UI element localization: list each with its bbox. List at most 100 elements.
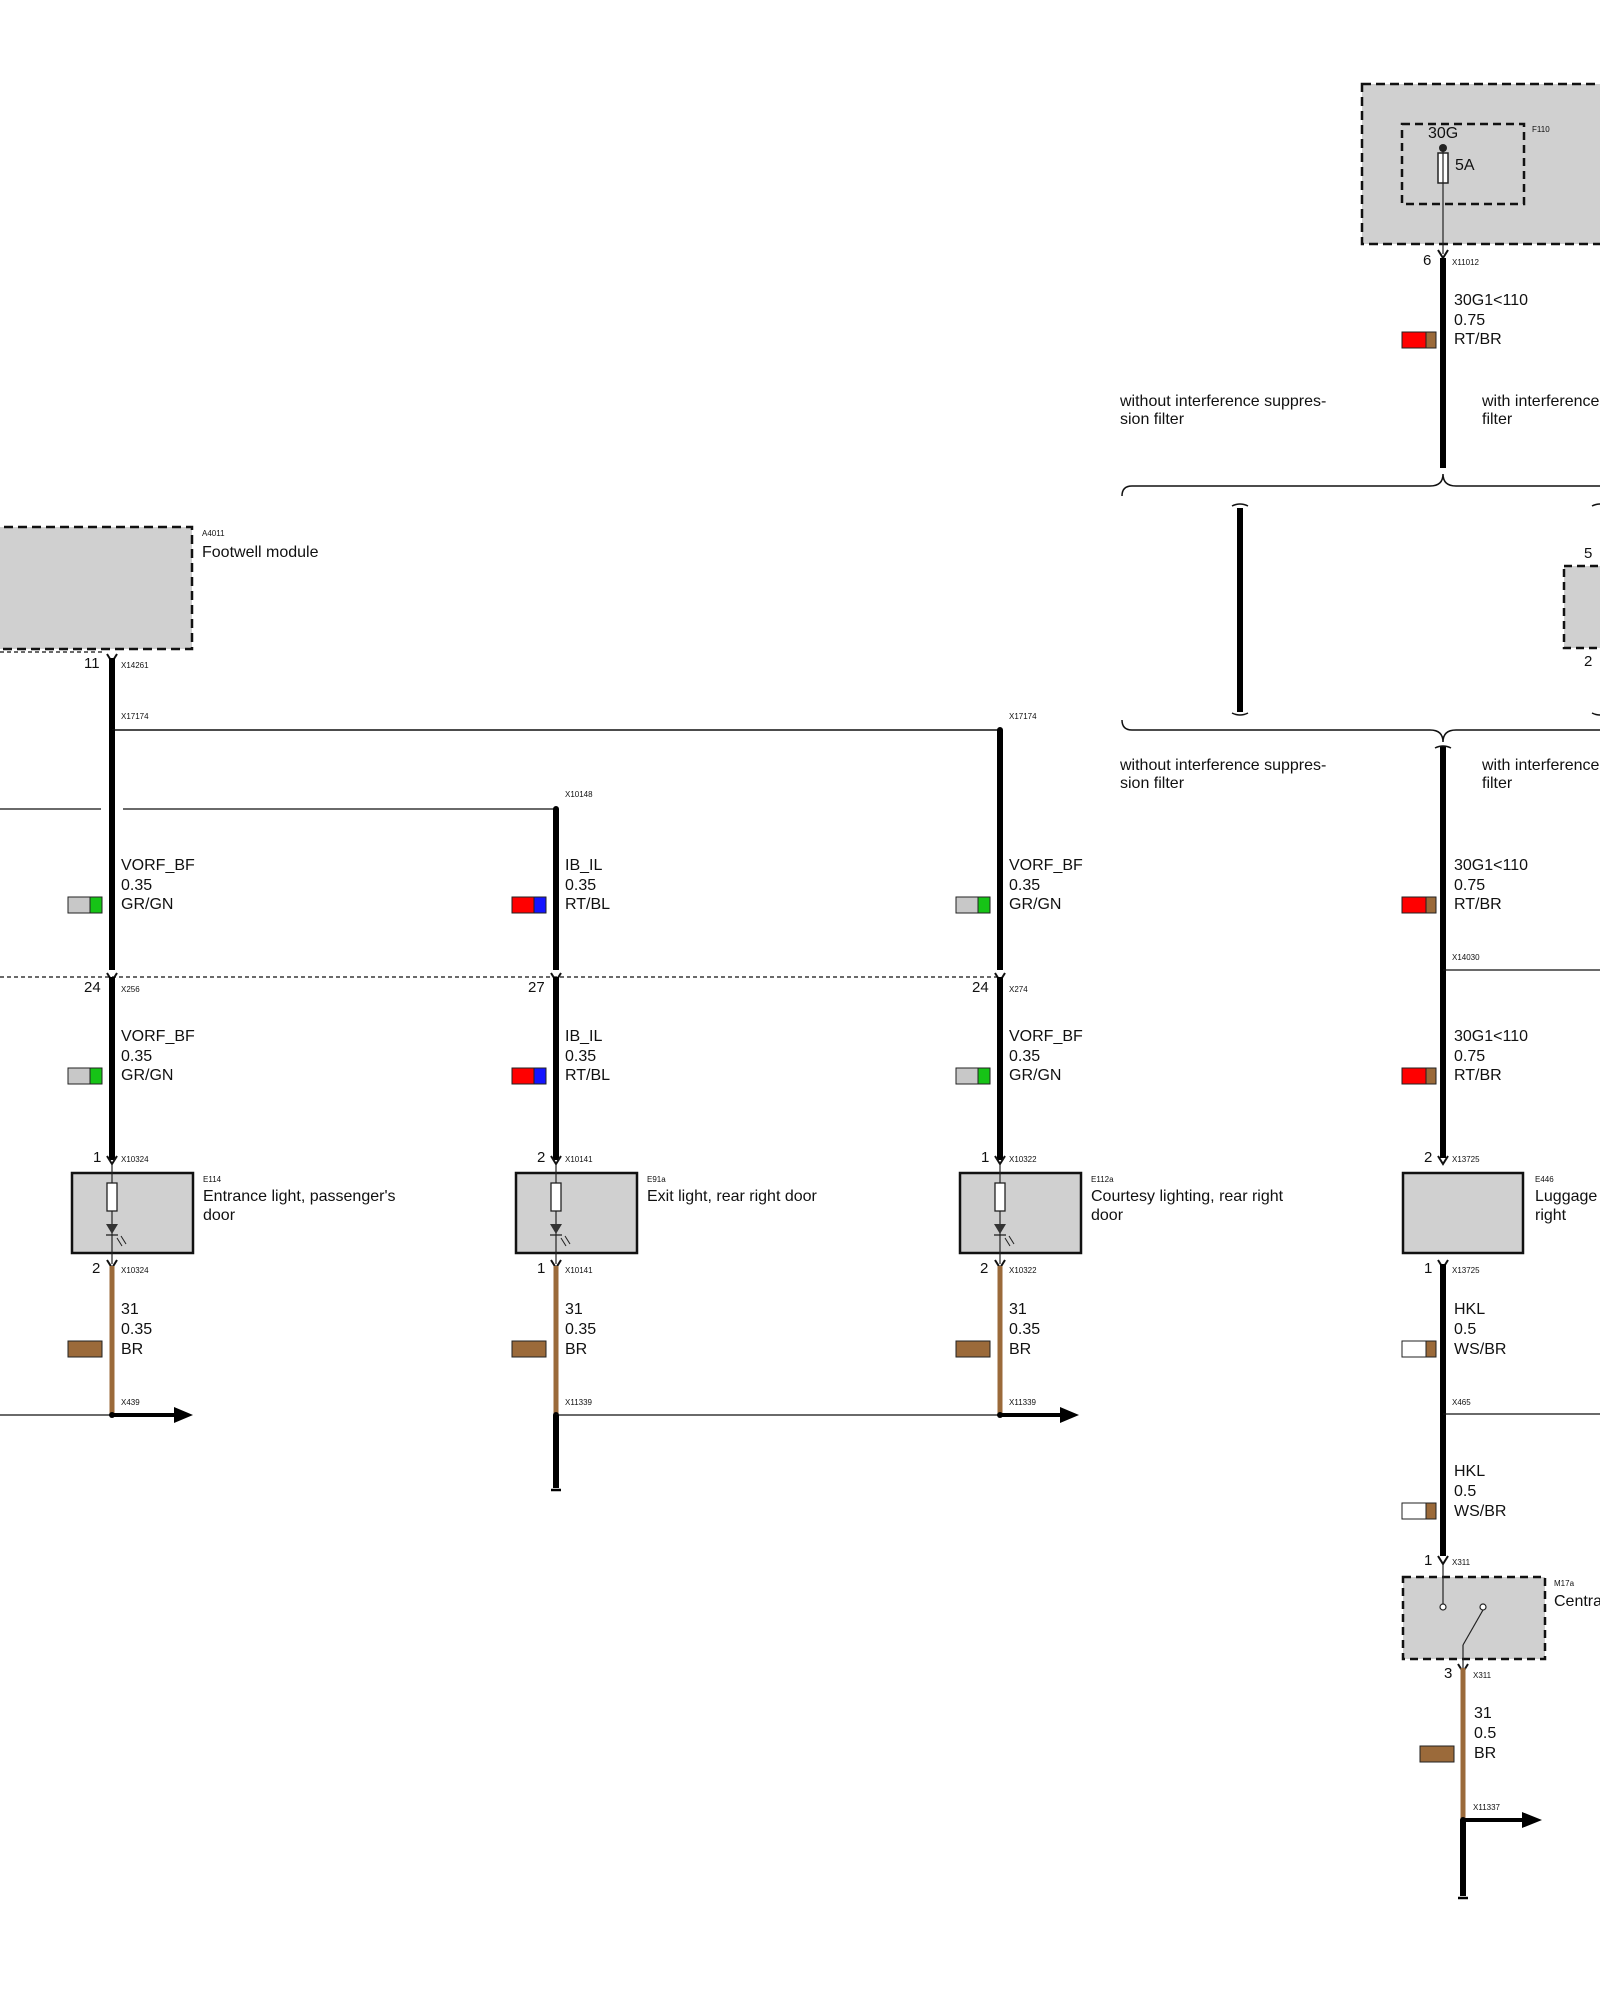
wire-color-swatch-rt-bl-1 [511, 896, 547, 914]
fuse-pin-number: 6 [1423, 252, 1431, 269]
lamp-led-icon [994, 1164, 1015, 1264]
wire-color-swatch-gr-gn-1 [67, 896, 103, 914]
footwell-connector: X14261 [121, 661, 149, 670]
wire-color-swatch-rt-bl-2 [511, 1067, 547, 1085]
wire-color-swatch-ws-br-1 [1401, 1340, 1437, 1358]
splice-x17174-left-label: X17174 [121, 712, 149, 721]
switch-name: Central locking [1554, 1593, 1600, 1610]
col3-door-pin: 24 [972, 979, 989, 996]
fuse-id: F110 [1532, 125, 1550, 134]
col1-component-name: Entrance light, passenger's door [203, 1188, 400, 1224]
luggage-light-id: E446 [1535, 1175, 1554, 1184]
footwell-module-id: A4011 [202, 529, 225, 538]
col3-comp-connector-bottom: X10322 [1009, 1266, 1037, 1275]
wire-color-swatch-br-1 [67, 1340, 103, 1358]
col1-wire1-label: VORF_BF 0.35 GR/GN [121, 857, 199, 913]
col3-ground-label: 31 0.35 BR [1009, 1301, 1045, 1358]
central-locking-switch [1401, 1564, 1547, 1670]
wire-color-swatch-rt-br-3 [1401, 1067, 1437, 1085]
splice-x10148-label: X10148 [565, 790, 593, 799]
col1-comp-pin-bottom: 2 [92, 1260, 100, 1277]
lamp-led-icon [106, 1164, 127, 1264]
col2-door-pin: 27 [528, 979, 545, 996]
wire-color-swatch-gr-gn-2 [67, 1067, 103, 1085]
variant-with-label-upper: with interference suppression filter [1481, 393, 1600, 428]
luggage-light-name: Luggage compartment light, right [1535, 1188, 1600, 1224]
col3-component-id: E112a [1091, 1175, 1114, 1184]
col1-comp-connector-bottom: X10324 [121, 1266, 149, 1275]
wire-color-swatch-br-switch [1419, 1745, 1455, 1763]
wire-hkl-c-label: HKL 0.5 WS/BR [1454, 1301, 1506, 1358]
luggage-pin-bottom: 1 [1424, 1260, 1432, 1277]
col3-comp-pin-bottom: 2 [980, 1260, 988, 1277]
switch-connector-top: X311 [1452, 1558, 1471, 1567]
ground-connector-switch: X11337 [1473, 1803, 1501, 1812]
wire-30g1-top-label: 30G1<110 0.75 RT/BR [1454, 292, 1532, 348]
wire-color-swatch-ws-br-2 [1401, 1502, 1437, 1520]
wire-30g1-a-label: 30G1<110 0.75 RT/BR [1454, 857, 1532, 913]
wire-hkl-d-label: HKL 0.5 WS/BR [1454, 1463, 1506, 1520]
col2-comp-pin-top: 2 [537, 1149, 545, 1166]
col3-comp-pin-top: 1 [981, 1149, 989, 1166]
switch-pin-top: 1 [1424, 1552, 1432, 1569]
fuse-rating: 5A [1455, 157, 1475, 174]
footwell-module-box [0, 525, 194, 651]
fuse-connector-label: X11012 [1452, 258, 1480, 267]
splice-x14030-label: X14030 [1452, 953, 1480, 962]
col2-ground-connector: X11339 [565, 1398, 593, 1407]
wire-color-swatch-rt-br-2 [1401, 896, 1437, 914]
col2-component-id: E91a [647, 1175, 666, 1184]
col3-component-box [958, 1171, 1083, 1255]
luggage-pin-top: 2 [1424, 1149, 1432, 1166]
col2-comp-connector-bottom: X10141 [565, 1266, 593, 1275]
wire-color-swatch-br-2 [511, 1340, 547, 1358]
col1-comp-connector-top: X10324 [121, 1155, 149, 1164]
col1-door-pin: 24 [84, 979, 101, 996]
col2-wire2-label: IB_IL 0.35 RT/BL [565, 1028, 610, 1084]
wire-color-swatch-br-3 [955, 1340, 991, 1358]
col1-comp-pin-top: 1 [93, 1149, 101, 1166]
footwell-pin: 11 [84, 655, 100, 672]
switch-pin-bottom: 3 [1444, 1665, 1452, 1682]
arrow-right-icon [174, 1407, 193, 1423]
fuse-terminal-label: 30G [1428, 125, 1458, 142]
luggage-light-box [1401, 1171, 1525, 1255]
splice-x465-label: X465 [1452, 1398, 1471, 1407]
wire-ground-switch-label: 31 0.5 BR [1474, 1705, 1501, 1762]
col3-comp-connector-top: X10322 [1009, 1155, 1037, 1164]
luggage-connector-top: X13725 [1452, 1155, 1480, 1164]
arrow-right-icon [1522, 1812, 1542, 1828]
col3-wire2-label: VORF_BF 0.35 GR/GN [1009, 1028, 1087, 1084]
filter-pin-bottom: 2 [1584, 653, 1592, 670]
column-entrance-light: VORF_BF 0.35 GR/GN 24 X256 VORF_BF 0.35 … [0, 730, 400, 1423]
switch-contact-icon [1462, 1609, 1484, 1646]
col2-comp-connector-top: X10141 [565, 1155, 593, 1164]
wire-color-swatch-gr-gn-3 [955, 896, 991, 914]
filter-pin-top: 5 [1584, 545, 1592, 562]
wire-color-swatch-rt-br-1 [1401, 331, 1437, 349]
variant-brace-lower [1121, 719, 1600, 743]
col1-component-box [70, 1171, 195, 1255]
col1-ground-connector: X439 [121, 1398, 140, 1407]
wire-color-swatch-gr-gn-4 [955, 1067, 991, 1085]
col3-wire1-label: VORF_BF 0.35 GR/GN [1009, 857, 1087, 913]
wire-30g1-b-label: 30G1<110 0.75 RT/BR [1454, 1028, 1532, 1084]
column-courtesy-light: VORF_BF 0.35 GR/GN 24 X274 VORF_BF 0.35 … [955, 730, 1288, 1423]
interference-filter-box [1562, 564, 1600, 650]
variant-without-label-upper: without interference suppres- sion filte… [1119, 393, 1331, 428]
variant-without-label-lower: without interference suppres- sion filte… [1119, 757, 1331, 792]
col2-wire1-label: IB_IL 0.35 RT/BL [565, 857, 610, 913]
luggage-connector-bottom: X13725 [1452, 1266, 1480, 1275]
footwell-module-name: Footwell module [202, 544, 319, 561]
col1-component-id: E114 [203, 1175, 222, 1184]
col2-ground-label: 31 0.35 BR [565, 1301, 601, 1358]
col2-comp-pin-bottom: 1 [537, 1260, 545, 1277]
variant-brace-upper [1121, 473, 1600, 497]
switch-connector-bottom: X311 [1473, 1671, 1492, 1680]
col3-component-name: Courtesy lighting, rear right door [1091, 1188, 1288, 1224]
col1-ground-label: 31 0.35 BR [121, 1301, 157, 1358]
variant-with-label-lower: with interference suppression filter [1481, 757, 1600, 792]
col1-wire2-label: VORF_BF 0.35 GR/GN [121, 1028, 199, 1084]
col2-component-box [514, 1171, 639, 1255]
